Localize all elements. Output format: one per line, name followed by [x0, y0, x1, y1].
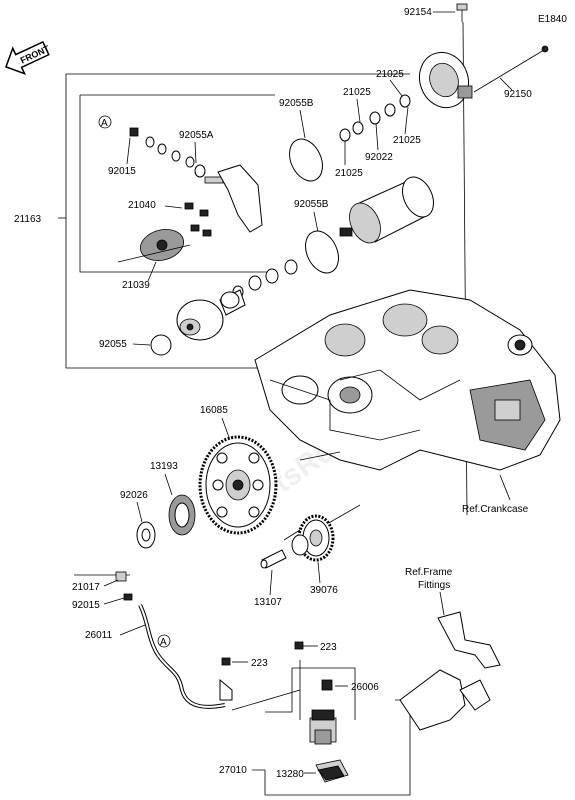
brush-holder-small-parts [129, 127, 224, 184]
label-92055: 92055 [99, 339, 127, 350]
label-223-a: 223 [251, 658, 268, 669]
label-223-b: 223 [320, 642, 337, 653]
one-way-clutch-13193 [168, 494, 196, 536]
washer-92026 [136, 521, 156, 549]
label-21040: 21040 [128, 200, 156, 211]
o-ring-92055b-upper [289, 138, 323, 182]
starter-motor-body [339, 176, 434, 244]
label-92015-a: 92015 [108, 166, 136, 177]
label-13280: 13280 [276, 769, 304, 780]
label-92055b-a: 92055B [279, 98, 314, 109]
label-13107: 13107 [254, 597, 282, 608]
label-21025-c: 21025 [393, 135, 421, 146]
starter-relay-27010 [309, 709, 337, 745]
terminal-plate [217, 164, 263, 233]
starter-end-cover [418, 51, 473, 109]
starter-gear-16085 [198, 435, 278, 535]
label-21025-d: 21025 [335, 168, 363, 179]
label-13193: 13193 [150, 461, 178, 472]
ref-crankcase-label: Ref.Crankcase [462, 504, 529, 515]
label-26006: 26006 [351, 682, 379, 693]
shaft-13107 [260, 549, 287, 569]
brush-set-21040 [184, 202, 212, 237]
label-92154: 92154 [404, 7, 432, 18]
washer-row [232, 259, 298, 299]
assembly-frame-outline [65, 73, 410, 369]
label-92026: 92026 [120, 490, 148, 501]
relay-bracket-21017 [74, 571, 133, 605]
frame-fittings-bracket [399, 611, 501, 731]
bolt-223-a [221, 657, 231, 666]
connector-26006 [321, 679, 333, 691]
label-92150: 92150 [504, 89, 532, 100]
label-92055b-b: 92055B [294, 199, 329, 210]
o-ring-92055b-lower [305, 230, 339, 274]
label-27010: 27010 [219, 765, 247, 776]
label-92022: 92022 [365, 152, 393, 163]
bolt-223-b [294, 641, 304, 650]
label-26011: 26011 [85, 630, 113, 641]
subassembly-frame-outline [79, 94, 275, 273]
starter-cable-26011 [138, 604, 226, 709]
label-21025-a: 21025 [376, 69, 404, 80]
cable-terminal [219, 678, 233, 701]
label-92015-b: 92015 [72, 600, 100, 611]
crankcase-illustration [254, 289, 561, 471]
svg-text:A: A [160, 637, 167, 648]
ref-frame-label: Ref.Frame [405, 567, 453, 578]
washer-set-21025 [339, 94, 411, 142]
label-16085: 16085 [200, 405, 228, 416]
front-arrow-icon: FRONT [5, 40, 52, 75]
diagram-id: E1840 [538, 14, 567, 25]
ref-fittings-label: Fittings [418, 580, 450, 591]
label-92055a: 92055A [179, 130, 214, 141]
label-21039: 21039 [122, 280, 150, 291]
label-21163: 21163 [14, 214, 42, 225]
label-21017: 21017 [72, 582, 100, 593]
brush-holder-plate [117, 229, 191, 263]
svg-text:A: A [101, 118, 108, 129]
label-39076: 39076 [310, 585, 338, 596]
starter-front-housing [176, 289, 246, 341]
o-ring-92055 [150, 334, 172, 356]
relay-cover-13280 [315, 759, 349, 783]
idle-gear-39076 [291, 514, 335, 562]
callout-a-upper: A [98, 115, 112, 129]
through-bolt-92150 [473, 45, 549, 93]
callout-a-lower: A [157, 634, 171, 648]
label-21025-b: 21025 [343, 87, 371, 98]
